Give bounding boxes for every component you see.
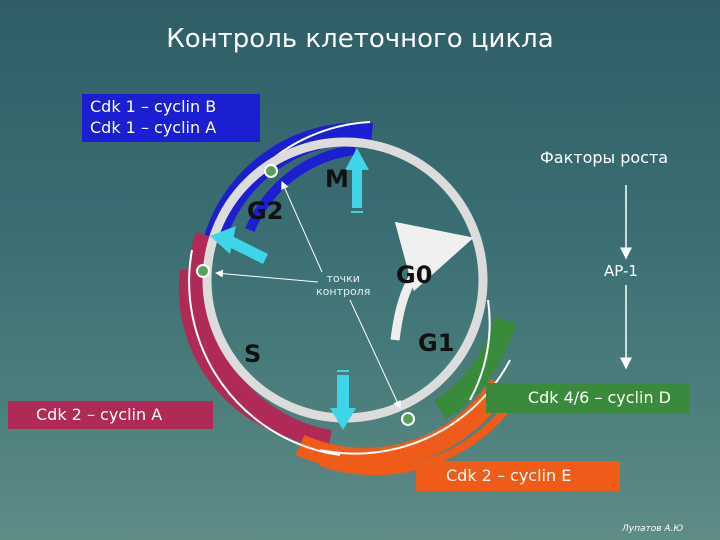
g0-loop-arrow [390, 221, 474, 341]
ap1-label: AP-1 [604, 262, 638, 280]
checkpoint-pointer-1 [281, 181, 323, 273]
growth-factors-label: Факторы роста [540, 148, 669, 167]
checkpoints-line-2: контроля [316, 285, 371, 298]
phase-g0-label: G0 [396, 261, 433, 289]
cdk1-cyclin-a-label: Cdk 1 – cyclin A [90, 118, 217, 137]
phase-s-label: S [244, 340, 262, 368]
checkpoint-pointer-3 [349, 299, 401, 409]
slide-title: Контроль клеточного цикла [166, 24, 554, 54]
checkpoints-line-1: точки [326, 272, 360, 285]
checkpoint-pointer-2 [215, 269, 319, 283]
phase-g1-label: G1 [418, 329, 455, 357]
checkpoint-g2m [264, 164, 278, 178]
author-credit: Лупатов А.Ю [622, 524, 684, 534]
checkpoint-s [196, 264, 210, 278]
cdk1-cyclin-box: Cdk 1 – cyclin B Cdk 1 – cyclin A [82, 94, 260, 142]
phase-g2-label: G2 [247, 197, 284, 225]
cyclin-arc-green [433, 317, 516, 420]
phase-m-label: M [325, 165, 349, 193]
checkpoint-g1 [401, 412, 415, 426]
s-phase-arrow [330, 370, 356, 430]
checkpoints-label: точки контроля [316, 272, 370, 298]
m-phase-arrow [345, 148, 369, 213]
cdk46-cyclin-d-box: Cdk 4/6 – cyclin D [486, 383, 689, 413]
cdk2-cyclin-a-box: Cdk 2 – cyclin A [8, 401, 213, 429]
g2-phase-arrow [210, 226, 268, 264]
cdk2-cyclin-e-box: Cdk 2 – cyclin E [416, 461, 620, 491]
cdk1-cyclin-b-label: Cdk 1 – cyclin B [90, 97, 217, 116]
